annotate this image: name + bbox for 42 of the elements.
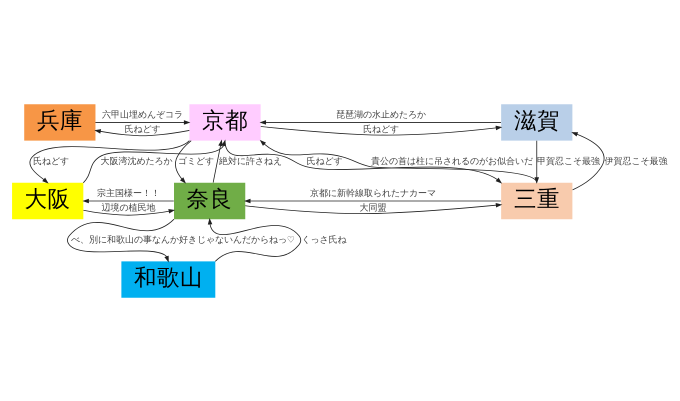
arrow [244,198,502,203]
edge-label: 辺境の植民地 [102,203,156,214]
edge-label: 氏ねどす [124,124,160,135]
edge-label: くっさ氏ね [302,235,347,246]
arrow [224,140,502,184]
edge-label: 宗主国様ー！！ [97,188,160,198]
node-box: 大阪 [12,182,84,219]
edge-label: 大阪湾沈めたろか [100,156,172,166]
arrow [244,202,502,214]
edge-label: ゴミどす [178,156,214,166]
arrow [208,218,302,262]
arrow [82,138,226,183]
arrow [67,218,174,262]
arrow [95,120,190,124]
arrow [175,140,192,184]
node-box: 滋賀 [501,104,572,140]
node-box: 京都 [189,104,261,140]
edge-label: 氏ねどす [306,156,343,166]
edge-label: 甲賀忍こそ最強 [537,156,600,166]
arrow [82,198,174,203]
edge-label: べ、別に和歌山の事なんか好きじゃないんだからねっ♡ [70,235,295,246]
edge-label: 六甲山埋めんぞコラ [102,110,183,120]
edge-label: 氏ねどす [362,124,399,135]
node-box: 和歌山 [121,260,216,298]
arrow [571,132,604,190]
edge-label: 貴公の首は柱に吊されるのがお似合いだ [371,156,534,166]
arrow [212,139,223,182]
arrow [94,128,190,136]
arrow [260,125,502,135]
edge-label: 絶対に許さねえ [219,156,282,166]
arrow [83,208,176,216]
edge-label: 京都に新幹線取られたナカーマ [310,188,436,198]
edge-label: 大同盟 [360,203,387,214]
arrow [260,120,502,124]
node-box: 三重 [501,182,572,219]
edge-label: 琵琶湖の水止めたろか [336,110,426,120]
node-box: 兵庫 [24,104,96,140]
edge-label: 伊賀忍こそ最強 [604,156,668,166]
node-box: 奈良 [174,182,246,219]
arrow [30,140,190,184]
arrow [260,139,538,183]
edge-label: 氏ねどす [32,156,69,166]
